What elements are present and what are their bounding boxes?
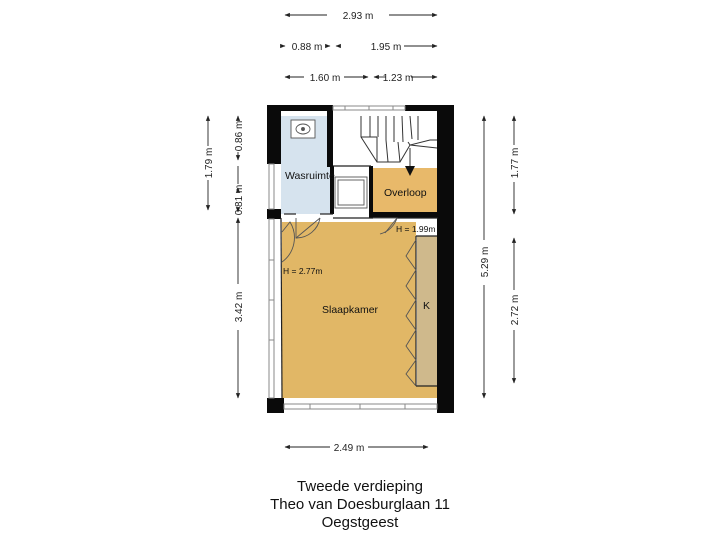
dim-left-small-a: 0.86 m [234,121,245,152]
stairs [333,115,438,166]
wall-lines [280,165,438,399]
walls [267,105,454,413]
doors [281,217,398,263]
dim-left-lower: 3.42 m [234,292,245,323]
dim-left-small-b: 0.81 m [234,185,245,216]
caption-address: Theo van Doesburglaan 11 [270,496,450,513]
dim-right-total: 5.29 m [480,247,491,278]
dim-top-total: 2.93 m [343,11,374,22]
room-slaapkamer-fill-lower [282,386,437,398]
windows [268,105,438,410]
room-overloop-fill [371,168,438,214]
room-slaapkamer-fill [282,222,416,398]
dim-top-right-a: 1.95 m [371,42,402,53]
stair-arrow-icon [405,166,415,176]
closet-fill [417,236,437,386]
caption-floor-name: Tweede verdieping [297,478,423,495]
washing-machine-icon [334,176,368,209]
dim-bottom-width: 2.49 m [334,443,365,454]
room-label-kast: K [423,300,430,312]
room-label-slaapkamer: Slaapkamer [322,304,379,316]
closet-doors [405,239,417,387]
dim-top-left-a: 0.88 m [292,42,323,53]
room-label-wasruimte: Wasruimte [285,170,335,182]
dim-top-right-b: 1.23 m [383,73,414,84]
room-label-overloop: Overloop [384,187,427,199]
height-label-overloop: H = 1.99m [396,224,435,234]
dim-top-left-b: 1.60 m [310,73,341,84]
dim-left-upper: 1.79 m [204,148,215,179]
dim-right-upper: 1.77 m [510,148,521,179]
caption-city: Oegstgeest [321,514,399,531]
dimension-lines [205,12,517,450]
height-label-slaapkamer: H = 2.77m [283,266,322,276]
washbasin-icon [290,119,316,139]
dim-right-lower: 2.72 m [510,295,521,326]
